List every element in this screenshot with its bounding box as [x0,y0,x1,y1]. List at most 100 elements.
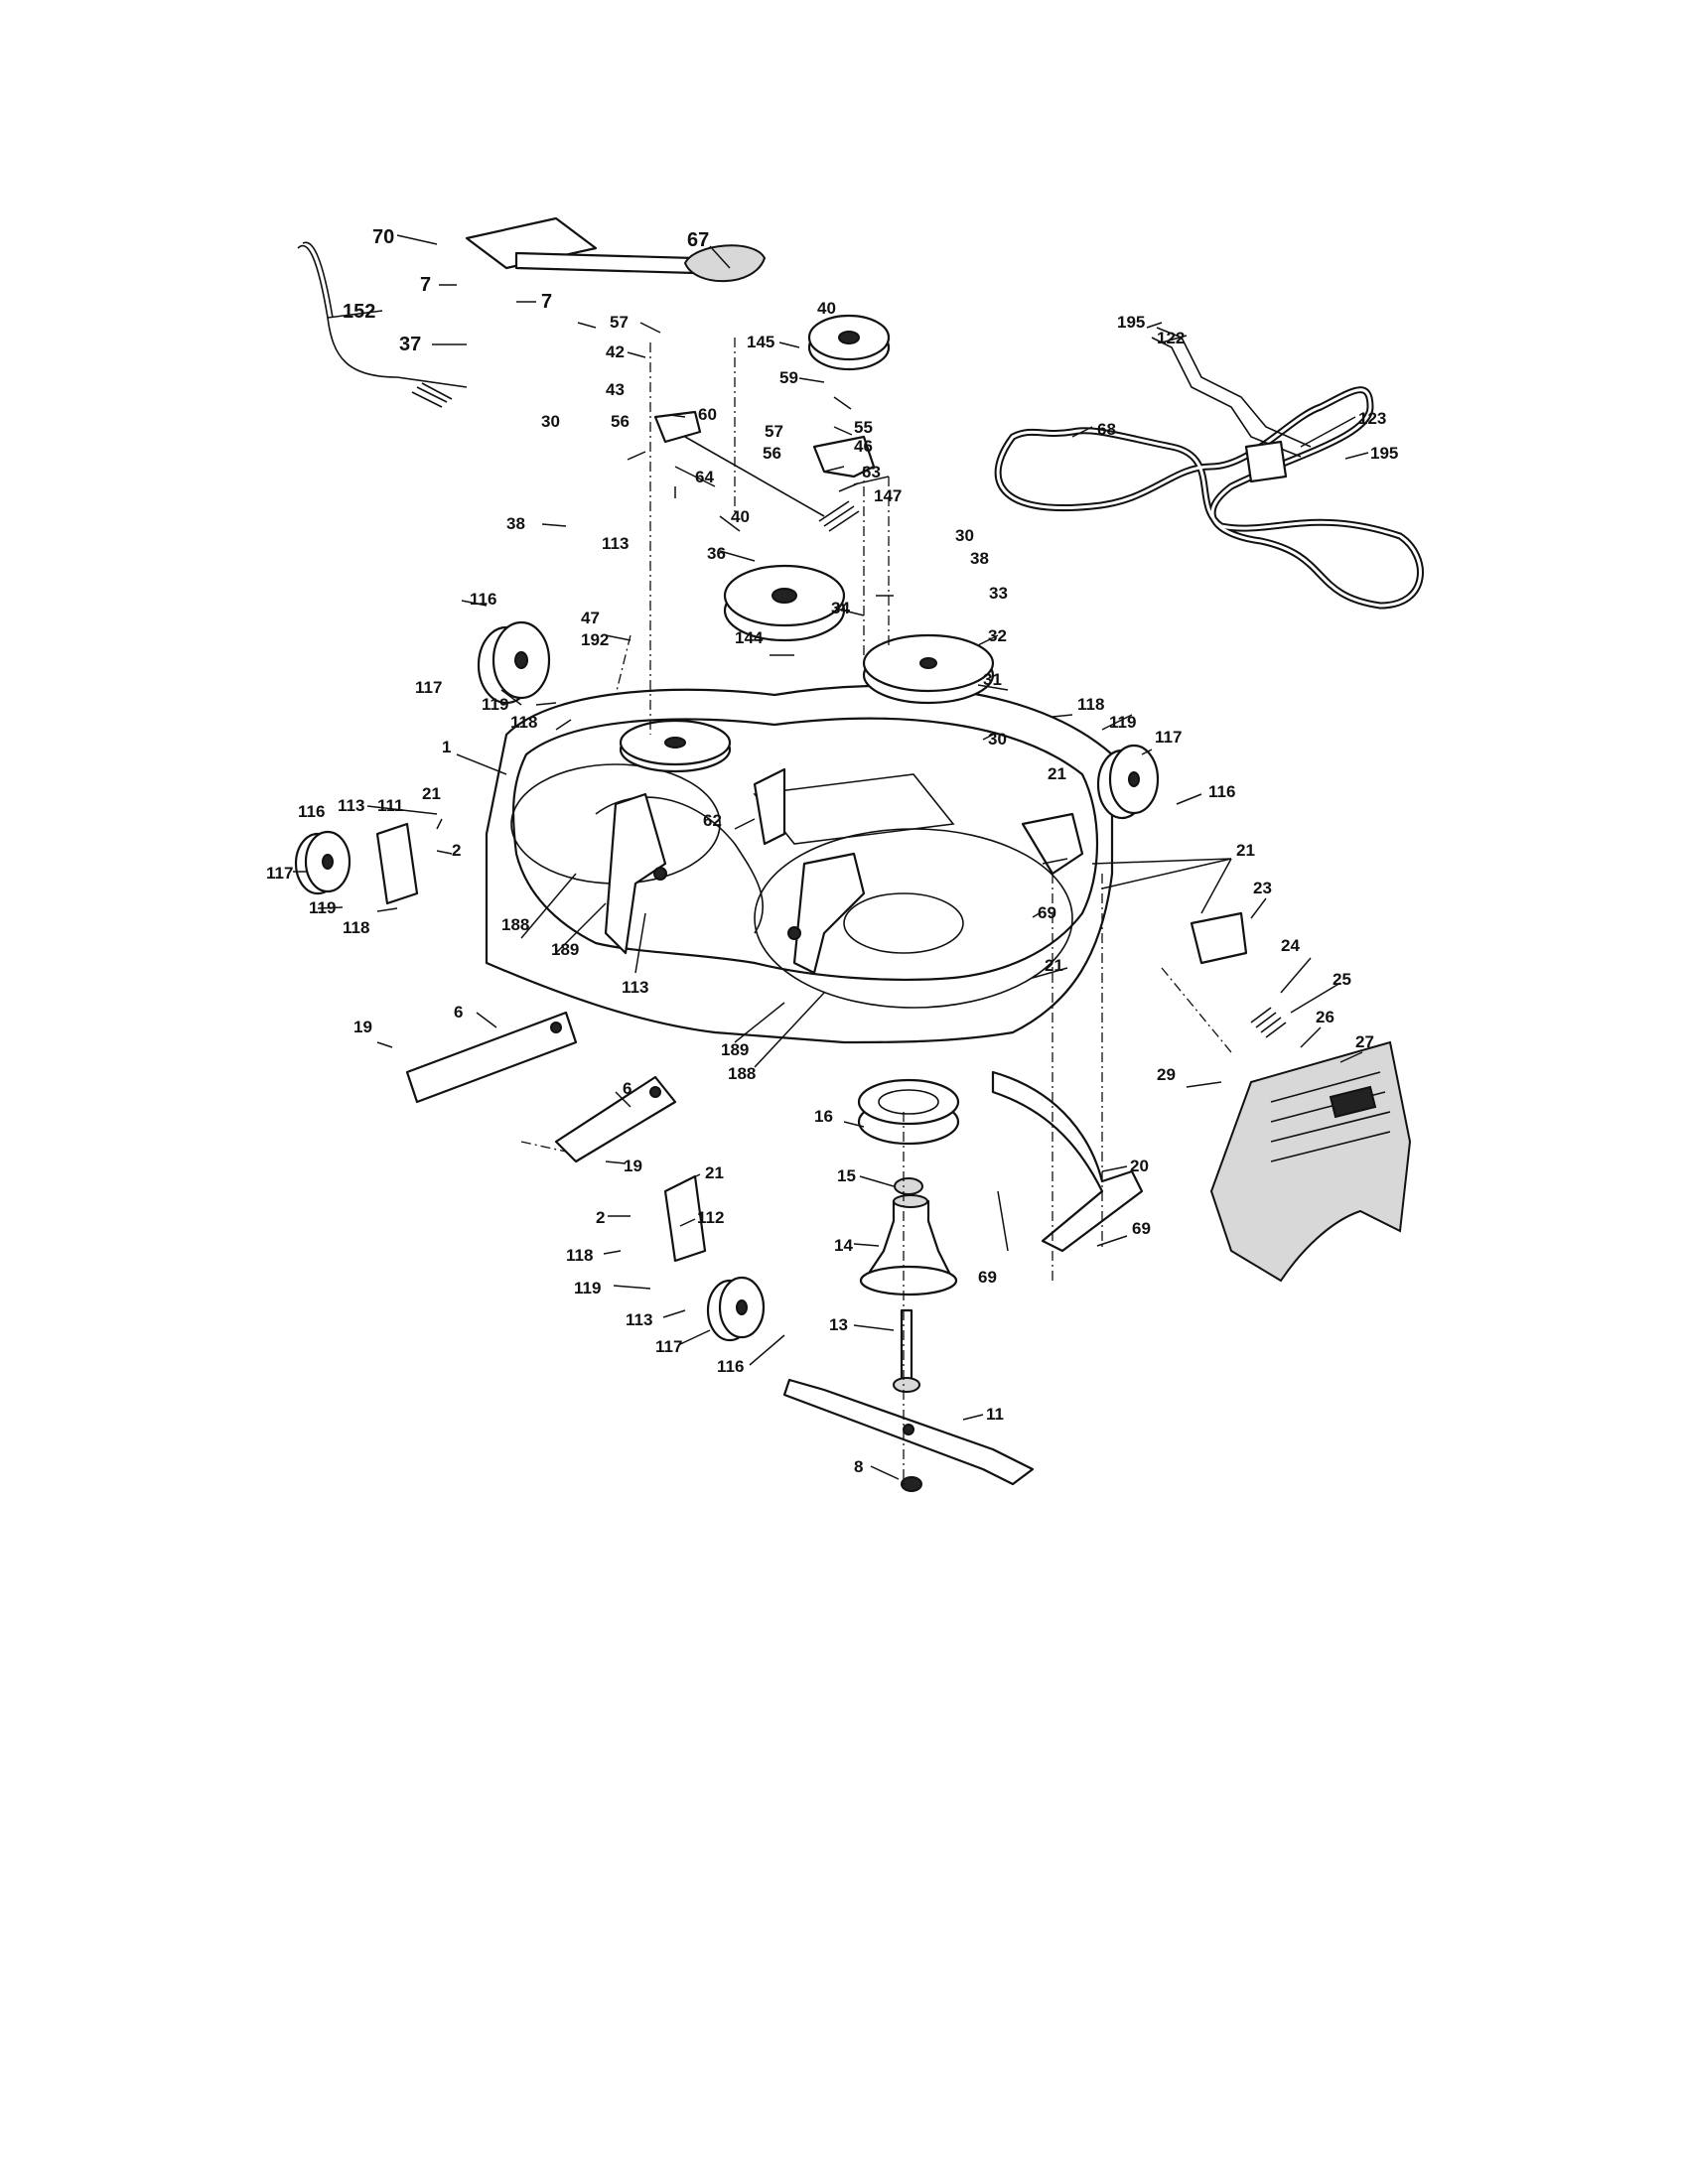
idler-spring [818,500,860,532]
callout-38b: 38 [970,549,989,568]
callout-23: 23 [1253,879,1272,897]
callout-188a: 188 [501,915,529,934]
deck-spindle-pulley [619,719,732,773]
callout-60: 60 [698,405,717,424]
lift-link-rear [554,1075,677,1163]
callout-40a: 40 [817,299,836,318]
idler-bracket [653,410,876,517]
callout-147: 147 [874,486,902,505]
callout-113a: 113 [602,534,629,553]
callout-119a: 119 [482,695,508,714]
callout-2a: 2 [452,841,461,860]
callout-113d: 113 [626,1310,652,1329]
deck-brackets [604,767,1084,975]
callout-116b: 116 [298,802,325,821]
callout-117d: 117 [655,1337,682,1356]
callout-31: 31 [983,670,1002,689]
callout-56b: 56 [763,444,781,463]
callout-69c: 69 [1132,1219,1151,1238]
spindle-shaft [893,1308,920,1393]
callout-32: 32 [988,626,1007,645]
callout-38a: 38 [506,514,525,533]
callout-117a: 117 [415,678,442,697]
callout-7a: 7 [420,274,431,296]
spindle-housing [859,1194,958,1297]
callout-56a: 56 [611,412,630,431]
callout-30c: 30 [988,730,1007,749]
idler-pulley-middle [723,564,846,642]
callout-122: 122 [1157,329,1185,347]
callout-59: 59 [779,368,798,387]
callout-21e: 21 [705,1163,724,1182]
mower-blade [782,1378,1035,1486]
callout-37: 37 [399,334,421,355]
callout-119d: 119 [574,1279,601,1297]
gauge-wheel-front [706,1276,766,1342]
callout-33: 33 [989,584,1008,603]
callout-113c: 113 [622,978,648,997]
callout-labels: 70 67 7 152 7 37 40 57 145 42 59 43 56 6… [266,226,1398,1476]
callout-144: 144 [735,628,764,647]
callout-30b: 30 [955,526,974,545]
callout-119b: 119 [1109,713,1136,732]
callout-116d: 116 [717,1357,744,1376]
callout-57b: 57 [765,422,783,441]
callout-188b: 188 [728,1064,756,1083]
callout-47: 47 [581,609,600,627]
gauge-wheel-right [1096,744,1160,820]
callout-195b: 195 [1370,444,1398,463]
callout-8: 8 [854,1457,863,1476]
callout-192: 192 [581,630,609,649]
callout-36: 36 [707,544,726,563]
callout-27: 27 [1355,1032,1374,1051]
callout-21b: 21 [1048,764,1066,783]
callout-55: 55 [854,418,873,437]
callout-42: 42 [606,342,625,361]
idler-pulley-upper [807,314,891,371]
lift-linkage-assembly [297,216,697,388]
callout-43: 43 [606,380,625,399]
callout-189a: 189 [551,940,579,959]
callout-13: 13 [829,1315,848,1334]
callout-69b: 69 [978,1268,997,1287]
callout-112: 112 [697,1208,724,1227]
callout-195a: 195 [1117,313,1145,332]
blade-nut [901,1476,922,1492]
callout-68: 68 [1097,420,1116,439]
callout-62: 62 [703,811,722,830]
callout-117c: 117 [266,864,293,883]
callout-64: 64 [695,468,714,486]
callout-118c: 118 [343,918,369,937]
callout-117b: 117 [1155,728,1182,747]
callout-6a: 6 [454,1003,463,1022]
callout-2b: 2 [596,1208,605,1227]
callout-15: 15 [837,1166,856,1185]
callout-14: 14 [834,1236,853,1255]
callout-152: 152 [343,301,375,323]
spring-24 [1250,1007,1287,1038]
callout-67: 67 [687,229,709,251]
deck-drive-belt [994,386,1424,610]
callout-118a: 118 [510,713,537,732]
callout-30a: 30 [541,412,560,431]
callout-118b: 118 [1077,695,1104,714]
callout-63: 63 [862,463,881,481]
deck-support-arm [991,1070,1144,1253]
callout-21a: 21 [422,784,441,803]
callout-189b: 189 [721,1040,749,1059]
cable-spring [411,382,453,408]
alignment-lines [520,338,1232,1489]
lift-link-front [405,1011,578,1104]
gauge-wheel-left-upper [477,620,551,705]
callout-145: 145 [747,333,774,351]
discharge-chute [1209,1040,1412,1283]
callout-69a: 69 [1038,903,1056,922]
callout-111: 111 [377,796,404,815]
callout-34: 34 [831,599,850,617]
callout-70: 70 [372,226,394,248]
spindle-bearing [894,1177,923,1195]
callout-21d: 21 [1045,956,1063,975]
callout-113b: 113 [338,796,364,815]
callout-116a: 116 [470,590,496,609]
